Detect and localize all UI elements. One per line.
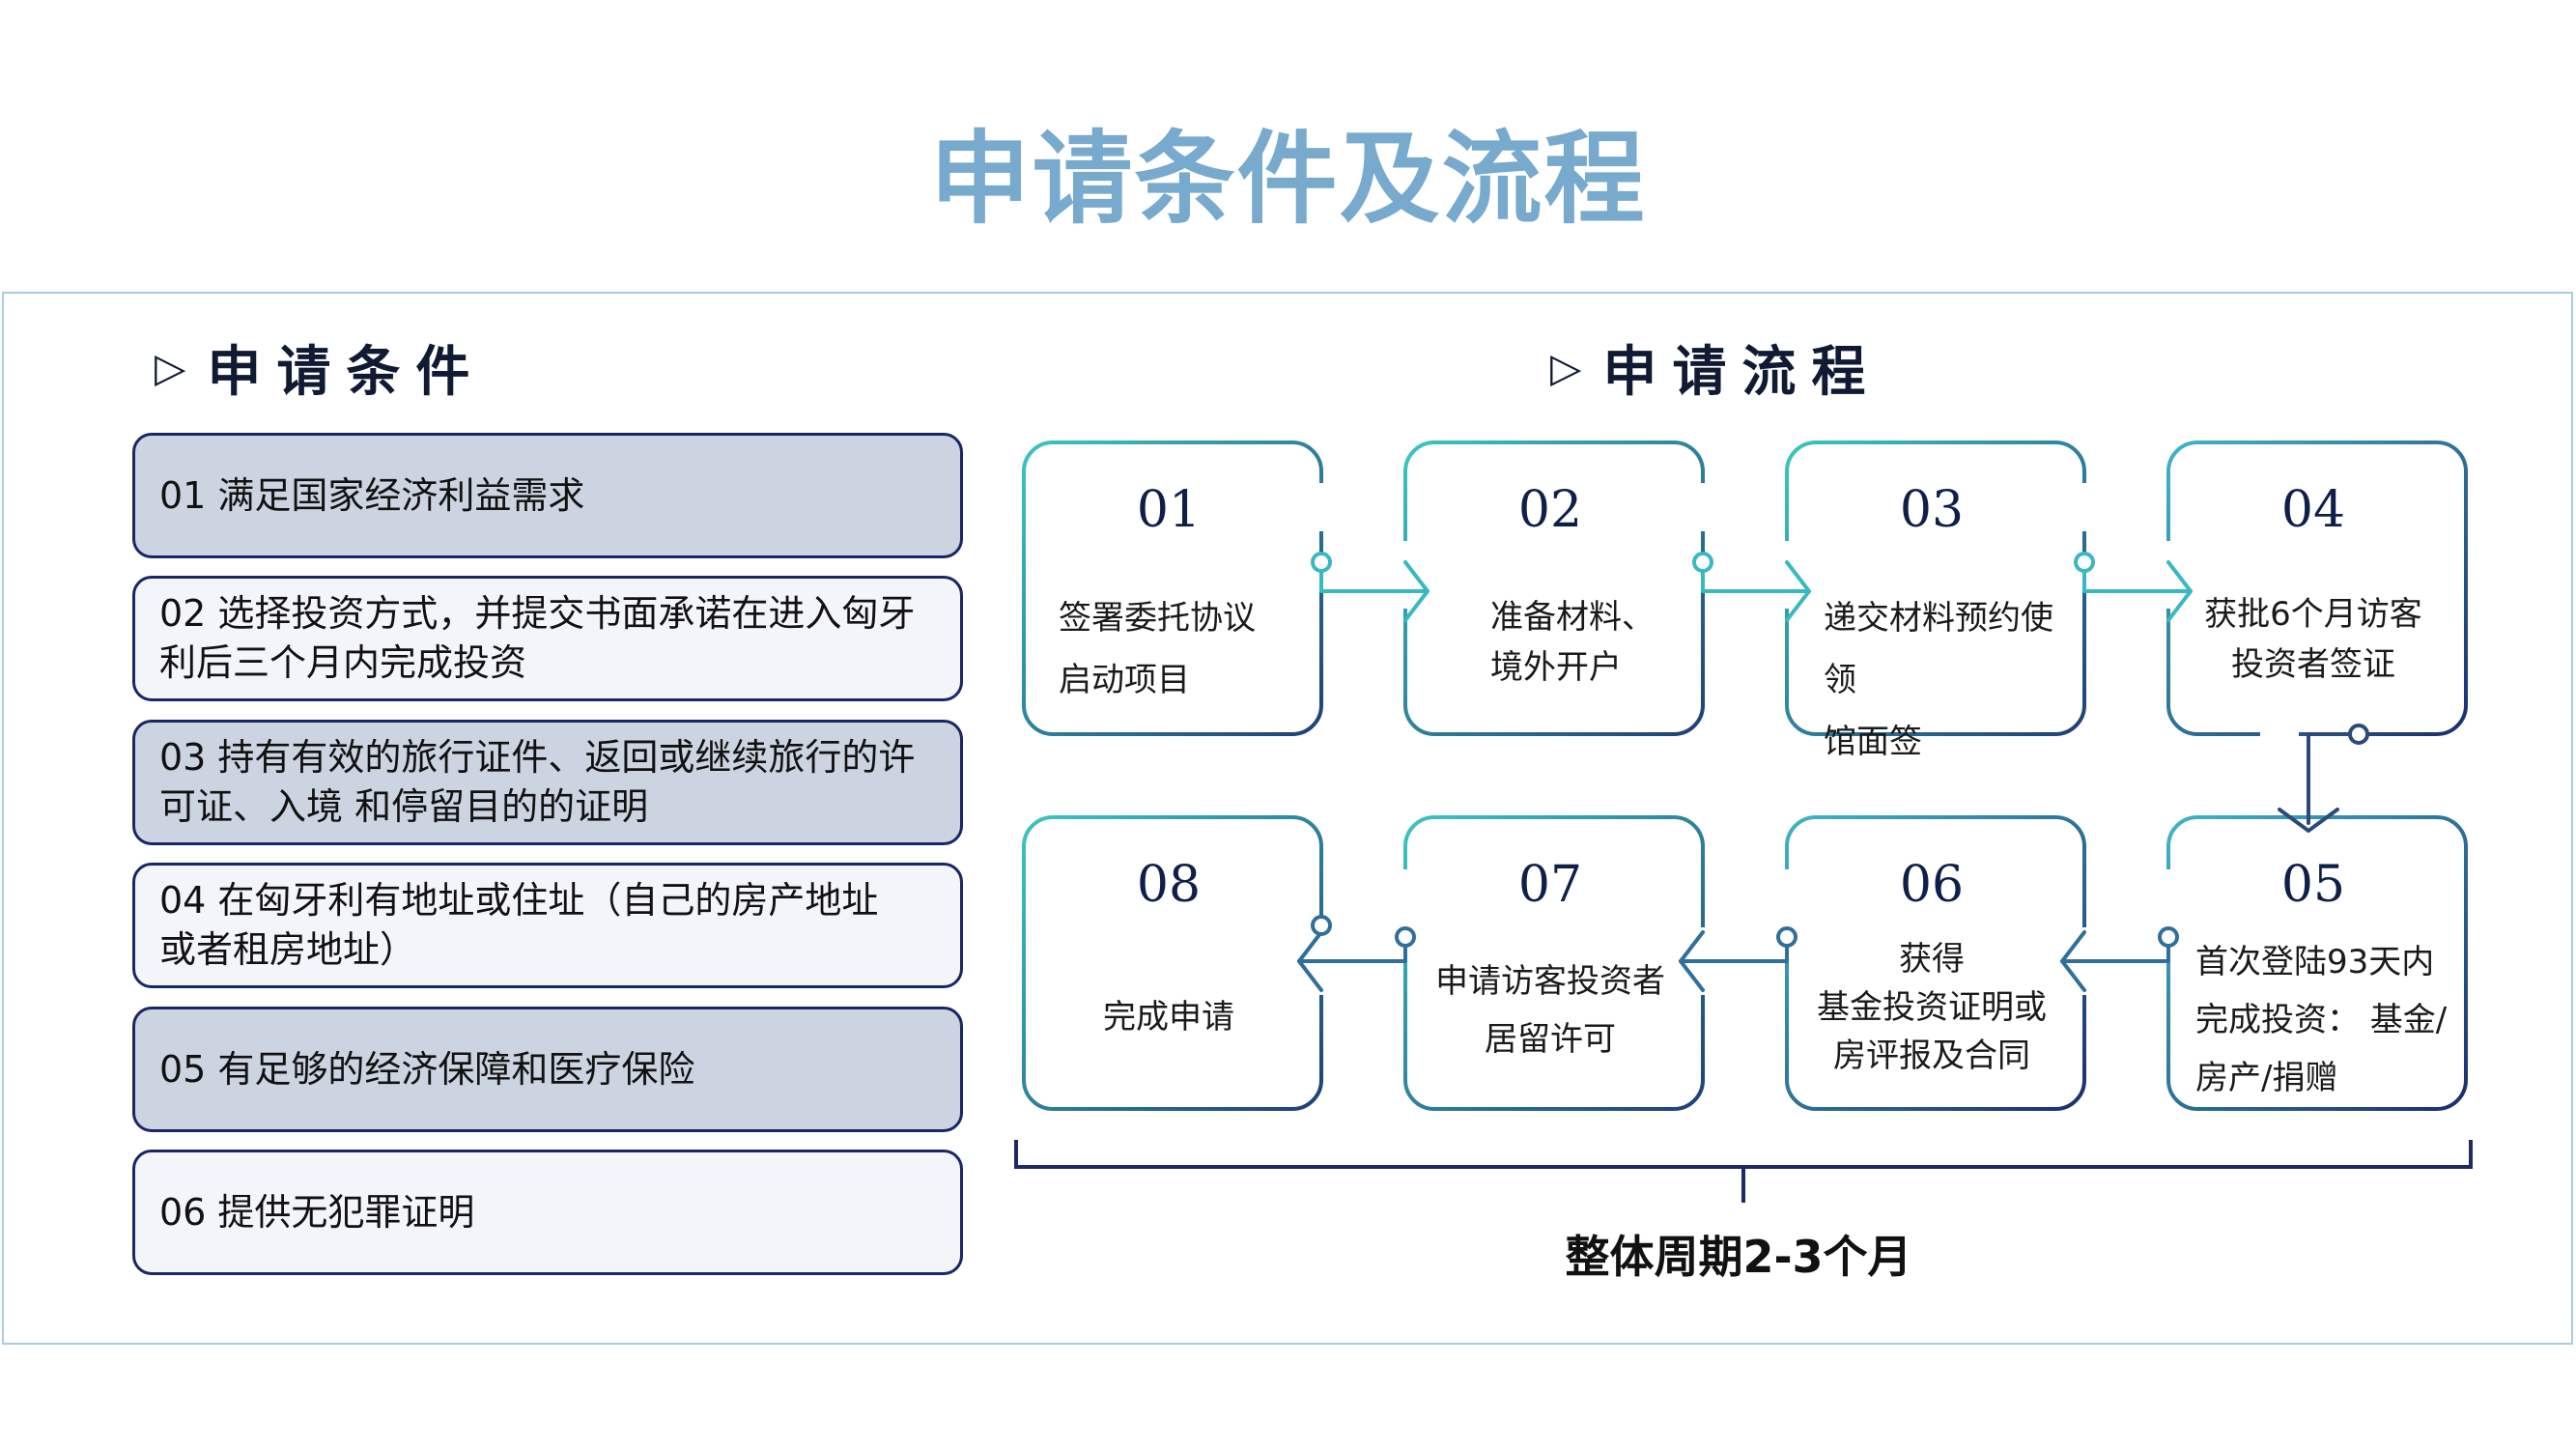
cycle-bracket — [1014, 1140, 2473, 1203]
arrowhead-04 — [2166, 560, 2193, 622]
condition-text: 03 持有有效的旅行证件、返回或继续旅行的许 可证、入境 和停留目的的证明 — [159, 736, 916, 828]
step-02: 02 准备材料、 境外开户 — [1405, 442, 1695, 732]
step-01: 01 签署委托协议 启动项目 — [1024, 442, 1314, 732]
step-03: 03 递交材料预约使领 馆面签 — [1787, 442, 2077, 761]
step-text: 递交材料预约使领 馆面签 — [1824, 599, 2053, 761]
step-number: 03 — [1899, 481, 1965, 539]
condition-item: 05 有足够的经济保障和医疗保险 — [132, 1007, 963, 1132]
step-number: 01 — [1136, 481, 1202, 539]
step-text: 获批6个月访客 投资者签证 — [2204, 595, 2422, 684]
step-04: 04 获批6个月访客 投资者签证 — [2168, 442, 2458, 732]
arrowhead-03 — [1785, 560, 1811, 622]
process-heading-label: 申请流程 — [1602, 340, 1882, 404]
step-number: 02 — [1517, 481, 1583, 539]
step-number: 07 — [1517, 856, 1583, 914]
condition-text: 01 满足国家经济利益需求 — [159, 473, 585, 517]
conditions-heading-label: 申请条件 — [207, 340, 486, 404]
condition-text: 06 提供无犯罪证明 — [159, 1190, 475, 1234]
condition-item: 04 在匈牙利有地址或住址（自己的房产地址 或者租房地址） — [132, 863, 963, 988]
page-title: 申请条件及流程 — [929, 120, 1647, 238]
step-text: 完成申请 — [1103, 998, 1234, 1037]
arrowhead-06 — [2060, 930, 2086, 992]
step-text: 申请访客投资者 居留许可 — [1435, 962, 1665, 1059]
condition-text: 04 在匈牙利有地址或住址（自己的房产地址 或者租房地址） — [159, 879, 879, 971]
triangle-marker-icon: ▷ — [1550, 343, 1582, 391]
arrowhead-02 — [1403, 560, 1430, 622]
step-05: 05 首次登陆93天内 完成投资： 基金/ 房产/捐赠 — [2168, 817, 2458, 1107]
condition-text: 02 选择投资方式，并提交书面承诺在进入匈牙 利后三个月内完成投资 — [159, 592, 916, 684]
condition-text: 05 有足够的经济保障和医疗保险 — [159, 1047, 695, 1091]
conditions-heading: ▷ 申请条件 — [155, 333, 485, 404]
step-number: 04 — [2280, 481, 2346, 539]
step-06: 06 获得 基金投资证明或 房评报及合同 — [1787, 817, 2077, 1107]
step-08: 08 完成申请 — [1024, 817, 1314, 1107]
condition-item: 06 提供无犯罪证明 — [132, 1150, 963, 1275]
step-07: 07 申请访客投资者 居留许可 — [1405, 817, 1695, 1107]
process-heading: ▷ 申请流程 — [1550, 333, 1881, 404]
connector-04-05 — [2307, 732, 2361, 825]
arrowhead-07 — [1679, 930, 1705, 992]
step-text: 获得 基金投资证明或 房评报及合同 — [1817, 940, 2047, 1075]
step-number: 06 — [1899, 856, 1965, 914]
arrowhead-05 — [2278, 808, 2339, 833]
condition-item: 03 持有有效的旅行证件、返回或继续旅行的许 可证、入境 和停留目的的证明 — [132, 720, 963, 845]
condition-item: 02 选择投资方式，并提交书面承诺在进入匈牙 利后三个月内完成投资 — [132, 576, 963, 701]
step-number: 08 — [1136, 856, 1202, 914]
step-text: 首次登陆93天内 完成投资： 基金/ 房产/捐赠 — [2195, 943, 2448, 1097]
total-cycle-label: 整体周期2-3个月 — [1565, 1231, 1912, 1283]
triangle-marker-icon: ▷ — [155, 343, 186, 391]
step-text: 签署委托协议 启动项目 — [1059, 599, 1256, 699]
content-frame — [2, 292, 2573, 1345]
step-number: 05 — [2280, 856, 2346, 914]
arrowhead-08 — [1297, 930, 1323, 992]
step-text: 准备材料、 境外开户 — [1490, 598, 1655, 687]
condition-item: 01 满足国家经济利益需求 — [132, 433, 963, 558]
